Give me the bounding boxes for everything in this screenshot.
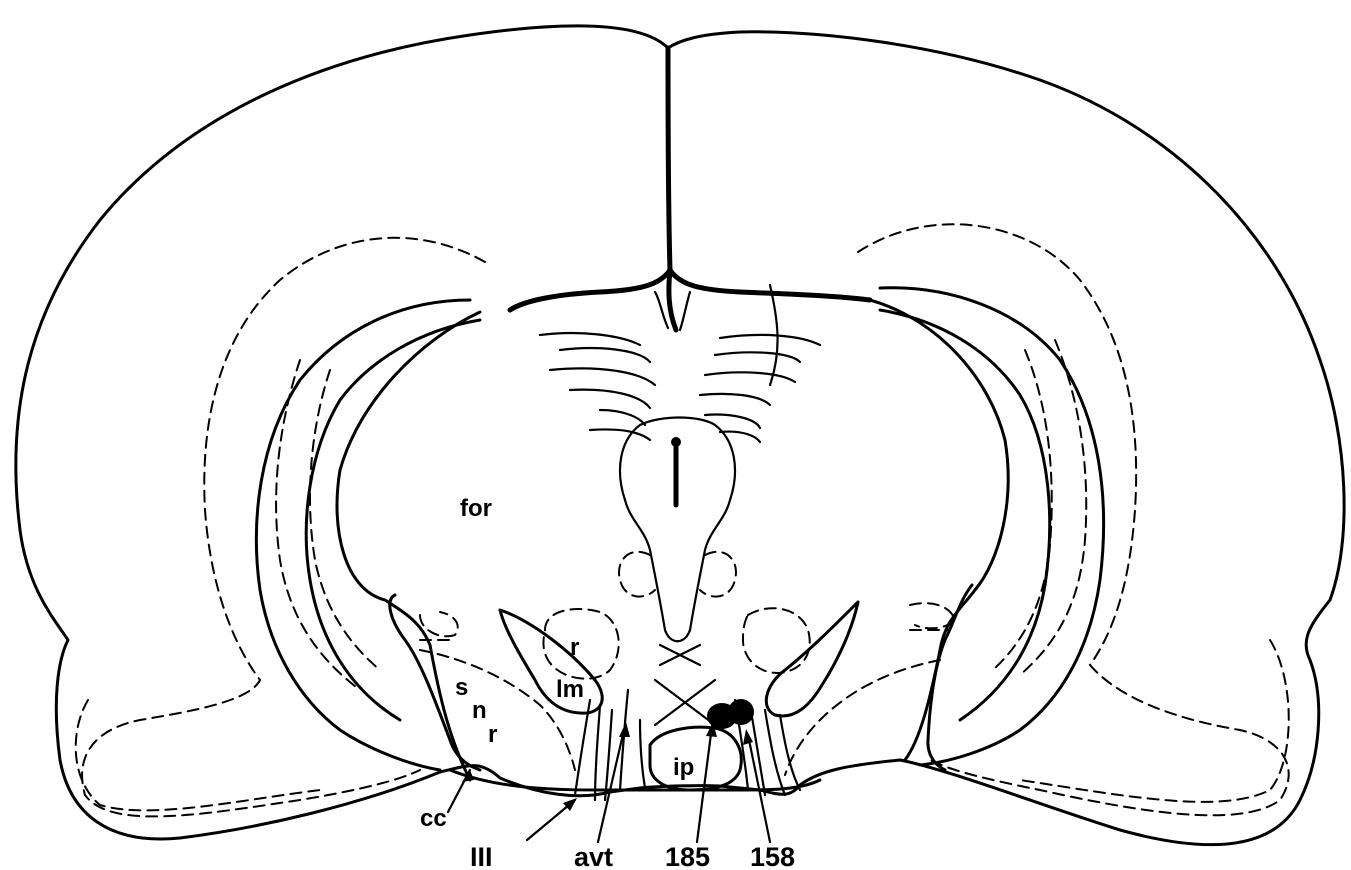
brain-outer-outline: [16, 26, 1344, 845]
right-red-nucleus: [743, 608, 810, 673]
pag-dashed-right: [700, 552, 736, 597]
midline-fork: [510, 270, 870, 330]
right-medial-lemniscus: [766, 602, 858, 716]
label-snr-s: s: [455, 674, 468, 701]
left-peduncle-inner: [306, 320, 480, 720]
left-peduncle-outer: [256, 300, 470, 770]
label-iii: III: [470, 842, 493, 870]
left-red-nucleus: [543, 609, 618, 679]
left-ventral-fibers: [575, 690, 645, 800]
right-peduncle-inner: [880, 310, 1050, 720]
interpeduncular-nucleus: [650, 727, 741, 790]
label-avt: avt: [574, 842, 613, 870]
label-185: 185: [665, 842, 710, 870]
left-dashed-arc-outer: [82, 238, 485, 817]
decussation-lower: [655, 680, 715, 725]
pag-dashed-left: [619, 552, 655, 597]
midline: [668, 48, 670, 270]
right-dashed-arc-inner2: [995, 350, 1052, 668]
label-for: for: [460, 495, 492, 522]
lesion-158: [728, 699, 754, 725]
aqueduct-top: [671, 437, 681, 447]
decussation-upper: [660, 645, 700, 665]
left-medial-lemniscus: [500, 610, 602, 713]
label-r: r: [570, 634, 579, 661]
right-snr-dashed: [785, 660, 940, 775]
label-lm: lm: [556, 676, 584, 703]
label-snr-r: r: [488, 721, 497, 748]
label-cc: cc: [420, 805, 447, 832]
label-158: 158: [750, 842, 795, 870]
label-ip: ip: [673, 754, 694, 781]
label-snr-n: n: [472, 697, 487, 724]
right-dashed-arc-inner: [1020, 340, 1289, 802]
